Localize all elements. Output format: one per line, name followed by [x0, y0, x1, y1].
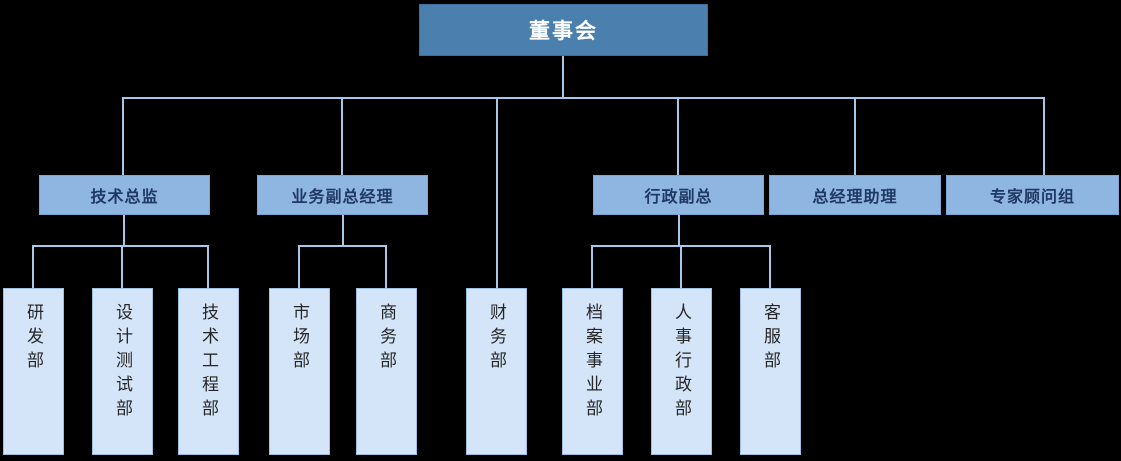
connector-tech-stem	[123, 215, 125, 247]
node-hr-admin-dept-label: 人事行政部	[672, 303, 691, 423]
node-tech-director[interactable]: 技术总监	[39, 175, 210, 215]
node-marketing-dept-label: 市场部	[290, 303, 309, 375]
node-archive-dept-label: 档案事业部	[583, 303, 602, 423]
connector-board-trunk	[562, 56, 564, 98]
node-commerce-dept-label: 商务部	[377, 303, 396, 375]
node-customer-service-dept[interactable]: 客服部	[740, 288, 801, 455]
node-rd-dept[interactable]: 研发部	[3, 288, 64, 455]
node-board[interactable]: 董事会	[419, 4, 708, 56]
node-expert-group-label: 专家顾问组	[989, 189, 1075, 206]
node-admin-vp[interactable]: 行政副总	[593, 175, 764, 215]
node-gm-assistant[interactable]: 总经理助理	[769, 175, 941, 215]
connector-drop-business-vp	[341, 97, 343, 175]
node-rd-dept-label: 研发部	[24, 303, 43, 375]
connector-admin-drop-cs	[769, 245, 771, 288]
connector-business-drop-commerce	[385, 245, 387, 288]
connector-drop-finance-dept	[496, 97, 498, 288]
node-design-test-dept[interactable]: 设计测试部	[92, 288, 153, 455]
connector-drop-admin-vp	[677, 97, 679, 175]
node-hr-admin-dept[interactable]: 人事行政部	[651, 288, 712, 455]
connector-tech-drop-rd	[32, 245, 34, 288]
connector-drop-gm-assistant	[854, 97, 856, 175]
node-finance-dept[interactable]: 财务部	[466, 288, 527, 455]
node-design-test-dept-label: 设计测试部	[113, 303, 132, 423]
connector-business-drop-marketing	[298, 245, 300, 288]
node-tech-eng-dept-label: 技术工程部	[199, 303, 218, 423]
connector-drop-tech-director	[122, 97, 124, 175]
connector-tech-drop-design	[121, 245, 123, 288]
connector-drop-expert-group	[1043, 97, 1045, 175]
node-business-vp-label: 业务副总经理	[291, 189, 394, 206]
node-tech-eng-dept[interactable]: 技术工程部	[178, 288, 239, 455]
connector-admin-drop-archive	[591, 245, 593, 288]
node-tech-director-label: 技术总监	[90, 189, 159, 206]
connector-business-bar	[298, 245, 386, 247]
connector-admin-drop-hr	[680, 245, 682, 288]
node-expert-group[interactable]: 专家顾问组	[946, 175, 1119, 215]
node-marketing-dept[interactable]: 市场部	[269, 288, 330, 455]
node-finance-dept-label: 财务部	[487, 303, 506, 375]
node-admin-vp-label: 行政副总	[644, 189, 713, 206]
connector-business-stem	[342, 215, 344, 247]
node-customer-service-dept-label: 客服部	[761, 303, 780, 375]
connector-admin-stem	[678, 215, 680, 247]
connector-tech-bar	[32, 245, 209, 247]
node-archive-dept[interactable]: 档案事业部	[562, 288, 623, 455]
node-gm-assistant-label: 总经理助理	[812, 189, 898, 206]
connector-tech-drop-eng	[207, 245, 209, 288]
node-business-vp[interactable]: 业务副总经理	[257, 175, 428, 215]
connector-level2-bus-bar	[122, 97, 1045, 99]
node-board-label: 董事会	[529, 20, 598, 43]
node-commerce-dept[interactable]: 商务部	[356, 288, 417, 455]
